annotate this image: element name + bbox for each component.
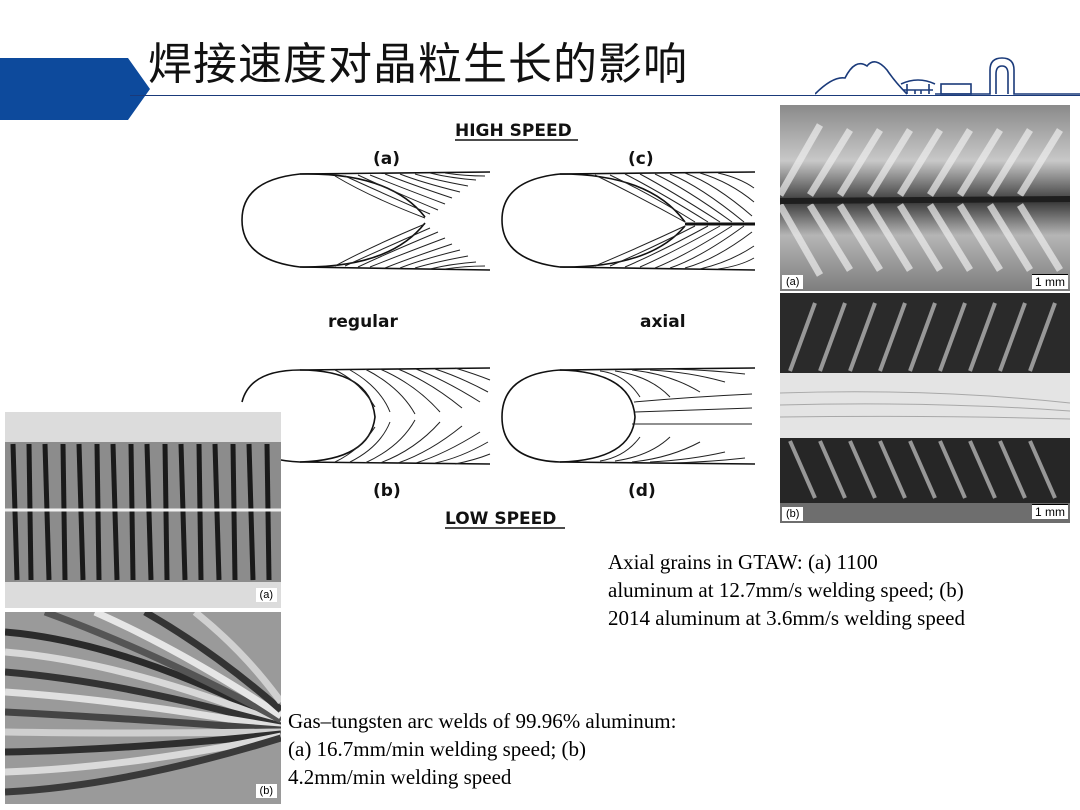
right-caption: Axial grains in GTAW: (a) 1100 aluminum … [608, 548, 965, 632]
photo-tag-left-a: (a) [255, 588, 277, 602]
photo-tag-right-b: (b) [782, 507, 804, 521]
high-speed-label: HIGH SPEED [455, 121, 572, 141]
micrograph-right-a: (a) 1 mm [780, 105, 1070, 291]
left-caption-line-2: (a) 16.7mm/min welding speed; (b) [288, 737, 587, 761]
right-caption-line-3: 2014 aluminum at 3.6mm/s welding speed [608, 606, 965, 630]
micrograph-left-b: (b) [5, 612, 281, 804]
micrograph-right-b: (b) 1 mm [780, 293, 1070, 523]
label-c: (c) [628, 149, 654, 169]
micrograph-left-a: (a) [5, 412, 281, 608]
scale-bar-right-a: 1 mm [1032, 274, 1068, 289]
photo-tag-right-a: (a) [782, 275, 804, 289]
grain-growth-schematic: HIGH SPEED LOW SPEED (a) (c) regular axi… [240, 112, 770, 537]
title-divider [130, 95, 1080, 96]
label-d: (d) [628, 481, 656, 501]
university-logo [814, 48, 1080, 96]
left-caption-line-3: 4.2mm/min welding speed [288, 765, 512, 789]
left-caption: Gas–tungsten arc welds of 99.96% aluminu… [288, 707, 676, 791]
right-caption-line-2: aluminum at 12.7mm/s welding speed; (b) [608, 578, 964, 602]
right-caption-line-1: Axial grains in GTAW: (a) 1100 [608, 550, 878, 574]
axial-label: axial [640, 312, 686, 332]
photo-tag-left-b: (b) [255, 784, 277, 798]
page-title: 焊接速度对晶粒生长的影响 [148, 39, 688, 90]
scale-bar-right-b: 1 mm [1032, 504, 1068, 519]
title-accent-bar [0, 58, 150, 120]
label-b: (b) [373, 481, 401, 501]
regular-label: regular [328, 312, 398, 332]
low-speed-label: LOW SPEED [445, 509, 556, 529]
left-caption-line-1: Gas–tungsten arc welds of 99.96% aluminu… [288, 709, 677, 733]
label-a: (a) [373, 149, 400, 169]
